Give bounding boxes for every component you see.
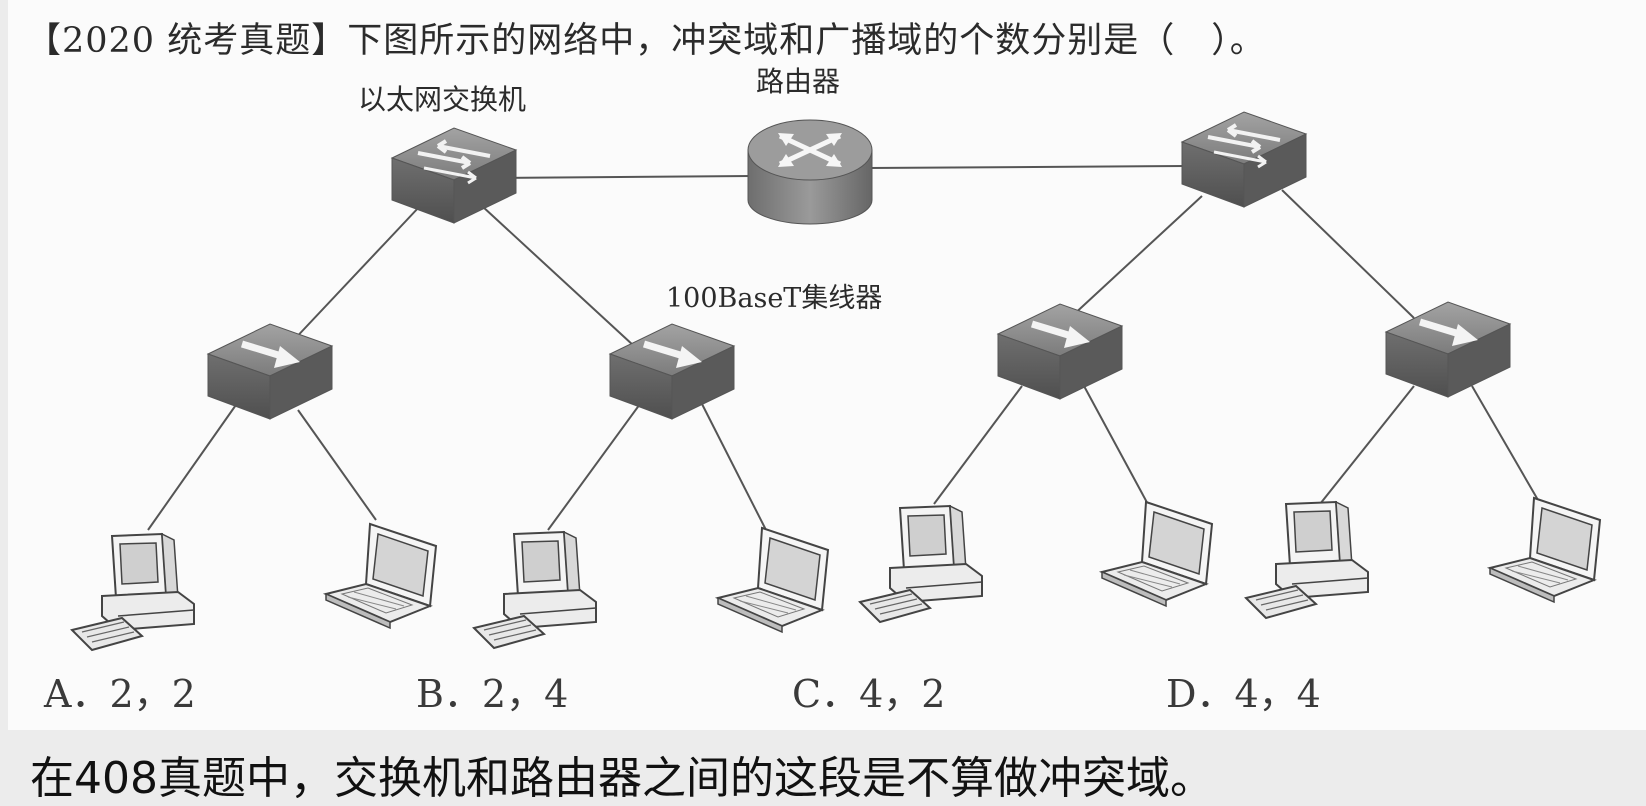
ethernet-switch-right [1180, 110, 1308, 209]
explanation-note: 在408真题中，交换机和路由器之间的这段是不算做冲突域。 [30, 753, 1214, 804]
network-links [147, 165, 1539, 531]
desktop-pc-3 [859, 505, 983, 623]
desktop-pc-1 [71, 533, 195, 651]
router-icon [747, 119, 873, 225]
laptop-4 [1489, 497, 1601, 603]
hub-2 [610, 324, 734, 419]
laptop-1 [325, 523, 437, 629]
hub-4 [1386, 302, 1510, 397]
switch-label: 以太网交换机 [358, 83, 527, 116]
option-b[interactable]: B．2，4 [416, 672, 569, 716]
router-label: 路由器 [756, 65, 841, 98]
ethernet-switch-left [390, 126, 518, 225]
question-text: 【2020 统考真题】下图所示的网络中，冲突域和广播域的个数分别是（ ）。 [26, 21, 1266, 61]
desktop-pc-2 [473, 531, 597, 649]
hub-1 [208, 324, 332, 419]
laptop-2 [717, 527, 829, 633]
option-a[interactable]: A．2，2 [44, 672, 196, 716]
laptop-3 [1101, 501, 1213, 607]
option-c[interactable]: C．4，2 [792, 672, 946, 716]
desktop-pc-4 [1245, 501, 1369, 619]
hub-label: 100BaseT集线器 [666, 283, 883, 314]
option-d[interactable]: D．4，4 [1166, 672, 1321, 716]
hub-3 [998, 304, 1122, 399]
